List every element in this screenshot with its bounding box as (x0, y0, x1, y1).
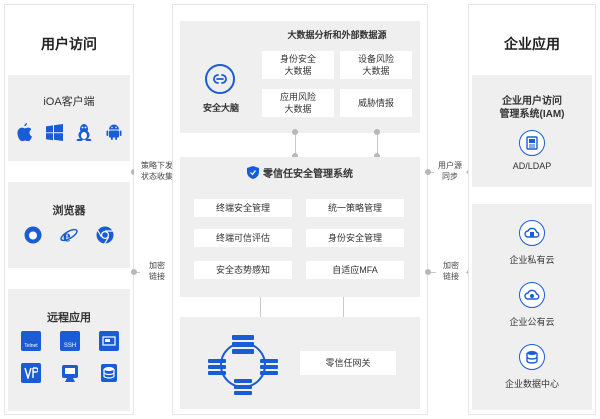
ssh-label: SSH (63, 343, 77, 349)
threat-intel-tile: 威胁情报 (340, 89, 412, 117)
ioa-client-panel: iOA客户端 (8, 75, 130, 161)
ioa-os-icons (8, 123, 130, 141)
device-risk-line1: 设备风险 (357, 54, 394, 64)
user-sync-label: 用户源 同步 (434, 160, 466, 182)
browser-title: 浏览器 (52, 205, 86, 217)
zt-gateway-tile: 零信任网关 (300, 351, 396, 375)
enterprise-app-title: 企业应用 (504, 36, 560, 52)
firefox-icon (24, 226, 42, 244)
gateway-panel: 零信任网关 (180, 317, 420, 409)
ioa-client-title: iOA客户端 (43, 96, 95, 108)
endpoint-trust-tile: 终端可信评估 (194, 229, 292, 247)
sftp-icon (99, 331, 119, 351)
vnc-icon (21, 363, 41, 383)
brain-zt-dot-left-bottom (292, 153, 298, 159)
link-icon (213, 74, 227, 84)
brain-name: 安全大脑 (202, 103, 239, 113)
center-column: 安全大脑 大数据分析和外部数据源 身份安全 大数据 设备风险 大数据 应用风险 … (172, 4, 428, 415)
database-icon (99, 363, 119, 383)
encrypt-left-dot-left (131, 269, 137, 275)
identity-security-tile: 身份安全管理 (306, 229, 404, 247)
brain-zt-dot-right-bottom (374, 153, 380, 159)
resources-panel: 企业私有云 企业公有云 企业数据中心 (472, 204, 592, 410)
app-risk-line1: 应用风险 (279, 92, 316, 102)
directory-icon (519, 130, 545, 156)
brain-zt-dot-left (292, 129, 298, 135)
zt-system-title: 零信任安全管理系统 (263, 169, 353, 180)
telnet-icon: Telnet (21, 331, 41, 351)
rdp-icon (60, 363, 80, 383)
linux-icon (75, 123, 93, 141)
policy-label-line1: 策略下发 (141, 161, 173, 170)
brain-zt-dot-right (374, 129, 380, 135)
threat-intel-label: 威胁情报 (357, 98, 394, 108)
iam-panel: 企业用户访问 管理系统(IAM) AD/LDAP (472, 75, 592, 187)
user-sync-dot-left (425, 169, 431, 175)
security-brain-panel: 安全大脑 大数据分析和外部数据源 身份安全 大数据 设备风险 大数据 应用风险 … (180, 21, 420, 133)
app-risk-tile: 应用风险 大数据 (262, 89, 334, 117)
encrypt-right-dot-left (425, 269, 431, 275)
situation-awareness-tile: 安全态势感知 (194, 261, 292, 279)
data-center-icon (519, 344, 545, 370)
shield-icon (247, 166, 259, 179)
browser-icons: e (8, 226, 130, 244)
ad-ldap-label: AD/LDAP (512, 161, 552, 171)
zt-gw-line-right (343, 297, 344, 325)
remote-app-panel: 远程应用 Telnet SSH (8, 289, 130, 411)
adaptive-mfa-tile: 自适应MFA (306, 261, 404, 279)
encrypt-right-label: 加密 链接 (436, 260, 466, 282)
brain-panel-title: 大数据分析和外部数据源 (287, 30, 387, 40)
app-risk-line2: 大数据 (284, 104, 312, 114)
browser-panel: 浏览器 e (8, 182, 130, 268)
brain-zt-line-left (295, 133, 296, 157)
windows-icon (45, 123, 63, 141)
unified-policy-tile: 统一策略管理 (306, 199, 404, 217)
user-access-column: 用户访问 iOA客户端 浏览器 e (4, 4, 134, 415)
private-cloud-icon (519, 220, 545, 246)
brain-zt-line-right (377, 133, 378, 157)
zt-gw-line-left (260, 297, 261, 325)
android-icon (105, 123, 123, 141)
ssh-icon: SSH (60, 331, 80, 351)
device-risk-tile: 设备风险 大数据 (340, 51, 412, 79)
user-access-title: 用户访问 (41, 36, 97, 52)
zt-title-row: 零信任安全管理系统 (180, 165, 420, 180)
user-sync-line1: 用户源 (438, 161, 462, 170)
iam-title-line1: 企业用户访问 (502, 96, 562, 107)
user-sync-line2: 同步 (442, 172, 458, 181)
data-center-label: 企业数据中心 (504, 379, 559, 389)
encrypt-right-line1: 加密 (443, 261, 459, 270)
enterprise-app-column: 企业应用 企业用户访问 管理系统(IAM) AD/LDAP 企业私有云 企业公有… (468, 4, 596, 415)
encrypt-right-line2: 链接 (443, 272, 459, 281)
policy-label: 策略下发 状态收集 (134, 160, 180, 182)
remote-app-title: 远程应用 (47, 312, 91, 324)
chrome-icon (96, 226, 114, 244)
apple-icon (15, 123, 33, 141)
telnet-label: Telnet (24, 343, 38, 349)
policy-label-line2: 状态收集 (141, 172, 173, 181)
zt-management-panel: 零信任安全管理系统 终端安全管理 统一策略管理 终端可信评估 身份安全管理 安全… (180, 157, 420, 297)
endpoint-security-tile: 终端安全管理 (194, 199, 292, 217)
private-cloud-label: 企业私有云 (509, 255, 555, 265)
svg-text:e: e (63, 227, 71, 245)
remote-icon-grid: Telnet SSH (21, 331, 119, 383)
identity-bigdata-line1: 身份安全 (279, 54, 316, 64)
server-cluster-icon (208, 335, 278, 395)
encrypt-left-line1: 加密 (149, 261, 165, 270)
identity-bigdata-line2: 大数据 (284, 66, 312, 76)
public-cloud-label: 企业公有云 (509, 317, 555, 327)
encrypt-left-line2: 链接 (149, 272, 165, 281)
iam-title-line2: 管理系统(IAM) (499, 109, 565, 120)
encrypt-left-label: 加密 链接 (140, 260, 174, 282)
brain-logo (205, 64, 235, 94)
identity-bigdata-tile: 身份安全 大数据 (262, 51, 334, 79)
public-cloud-icon (519, 282, 545, 308)
ie-icon: e (60, 226, 78, 244)
device-risk-line2: 大数据 (362, 66, 390, 76)
